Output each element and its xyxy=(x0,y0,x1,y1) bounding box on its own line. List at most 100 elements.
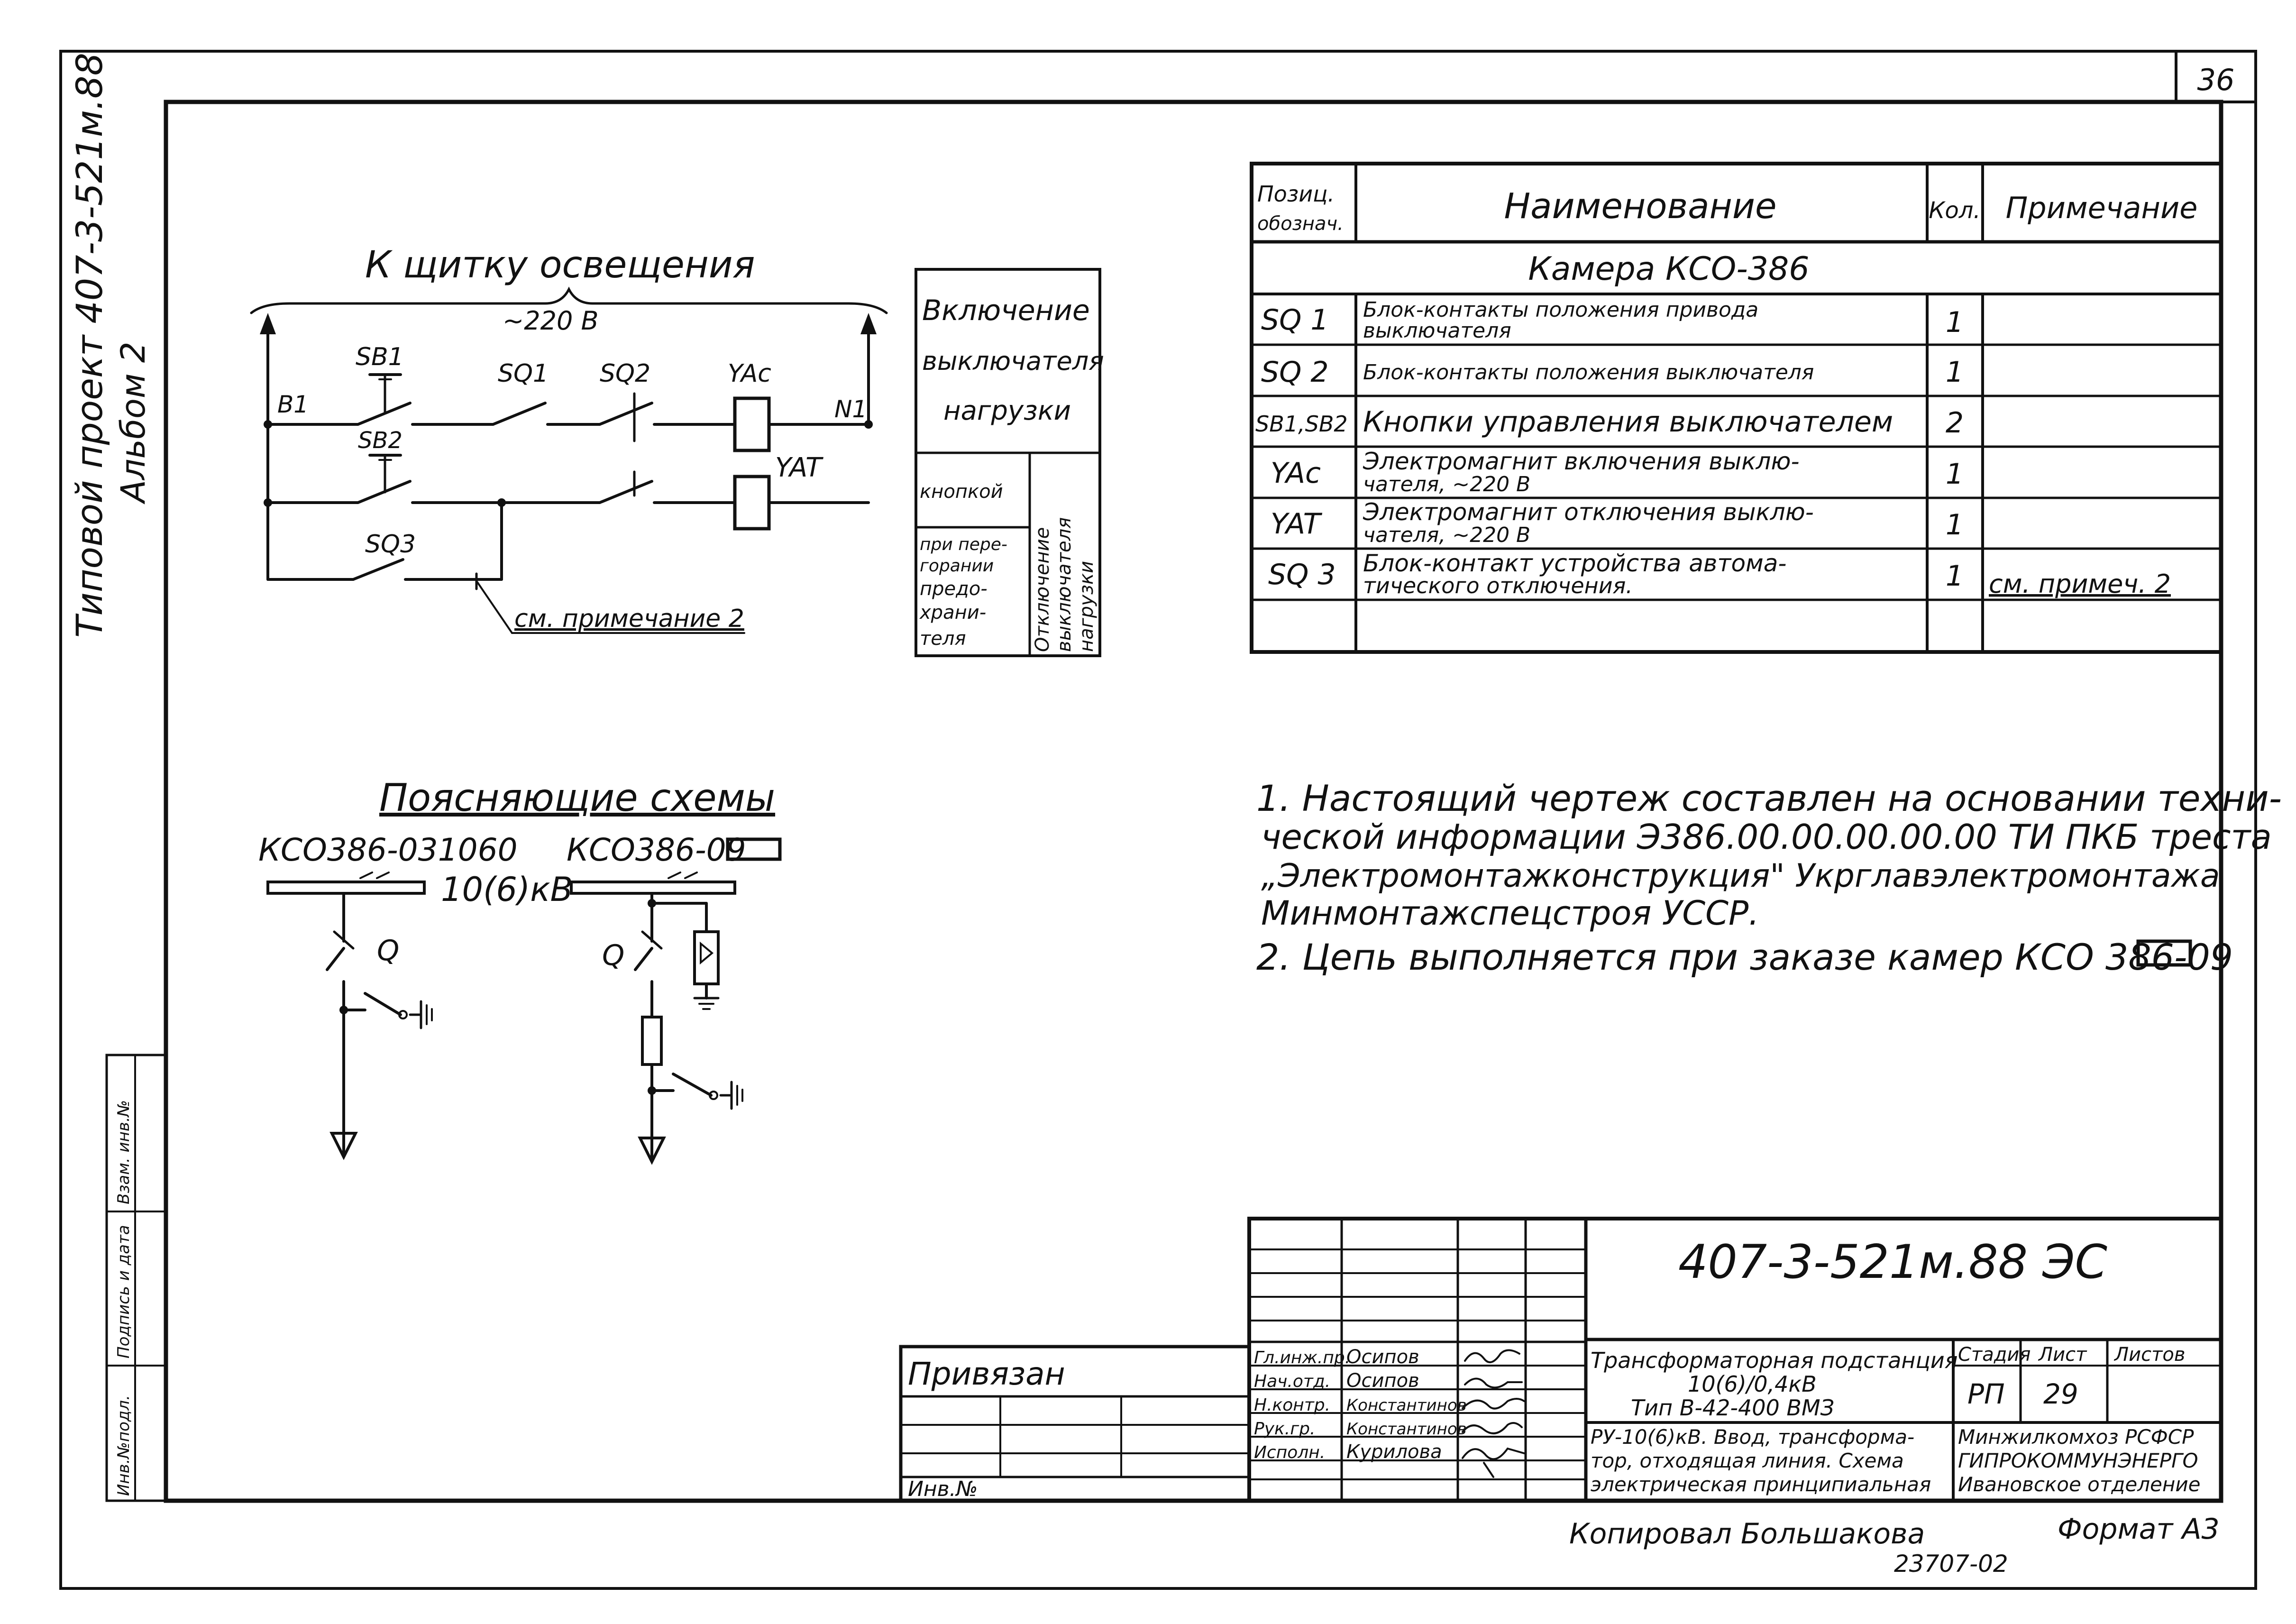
spec-header-name: Наименование xyxy=(1504,186,1776,227)
spec-name-line: чателя, ~220 В xyxy=(1363,472,1530,496)
spec-qty: 2 xyxy=(1946,406,1964,440)
function-left-bottom-1: при пере- xyxy=(920,535,1007,554)
note-line: 1. Настоящий чертеж составлен на основан… xyxy=(1256,777,2282,819)
explanatory-schemes: Поясняющие схемы КСО386-031060 КСО386-09… xyxy=(258,776,782,1165)
spec-pos: YAc xyxy=(1271,457,1321,490)
table-row: SQ 2 Блок-контакты положения выключателя… xyxy=(1261,356,1964,389)
name: Осипов xyxy=(1346,1370,1419,1392)
table-row: YAT Электромагнит отключения выклю- чате… xyxy=(1271,498,1964,547)
stamp-side-vzam: Взам. инв.№ xyxy=(114,1100,133,1204)
spec-qty: 1 xyxy=(1946,560,1964,593)
footer: Копировал Большакова Формат А3 23707-02 xyxy=(1569,1513,2220,1578)
control-scheme: К щитку освещения ~220 В В1 N1 SB1 SQ1 S… xyxy=(250,244,888,634)
sheet-number: 36 xyxy=(2197,63,2235,97)
spec-header-pos-2: обознач. xyxy=(1257,213,1344,235)
role: Н.контр. xyxy=(1254,1395,1330,1415)
spec-qty: 1 xyxy=(1946,306,1964,339)
spec-pos: YAT xyxy=(1271,507,1323,541)
function-right-3: нагрузки xyxy=(1076,561,1098,652)
signature xyxy=(1462,1422,1523,1434)
spec-table: Позиц. обознач. Наименование Кол. Примеч… xyxy=(1250,162,2223,654)
signature xyxy=(1462,1447,1525,1478)
sheet-header: Лист xyxy=(2038,1344,2087,1366)
role: Исполн. xyxy=(1254,1443,1325,1462)
spec-name-line: тического отключения. xyxy=(1363,573,1633,598)
signature xyxy=(1462,1398,1525,1410)
org-line: Ивановское отделение xyxy=(1958,1473,2201,1496)
table-row: SQ 1 Блок-контакты положения привода вык… xyxy=(1261,298,1964,343)
sheet-title-line: РУ-10(6)кВ. Ввод, трансформа- xyxy=(1591,1425,1914,1449)
label-sb1: SB1 xyxy=(356,343,404,371)
copied-by: Копировал Большакова xyxy=(1569,1517,1925,1551)
spec-name-line: Блок-контакты положения привода xyxy=(1363,298,1758,322)
sheets-header: Листов xyxy=(2113,1344,2185,1366)
label-yat: YAT xyxy=(775,452,823,483)
spec-pos: SQ 3 xyxy=(1268,558,1336,591)
control-voltage: ~220 В xyxy=(503,306,599,336)
format-label: Формат А3 xyxy=(2058,1513,2220,1546)
spec-header-note: Примечание xyxy=(2006,191,2198,225)
side-stamp: Инв.№подл. Подпись и дата Взам. инв.№ xyxy=(105,1054,167,1502)
spec-pos: SB1,SB2 xyxy=(1255,411,1348,437)
function-top-3: нагрузки xyxy=(943,395,1071,426)
spec-name-line: Электромагнит включения выклю- xyxy=(1363,448,1800,475)
spec-pos: SQ 1 xyxy=(1261,303,1329,337)
table-row: SQ 3 Блок-контакт устройства автома- тич… xyxy=(1268,550,2171,599)
note-line: Минмонтажспецстроя УССР. xyxy=(1261,894,1759,933)
role: Нач.отд. xyxy=(1254,1372,1330,1391)
note-line: ческой информации Э386.00.00.00.00.00 ТИ… xyxy=(1261,817,2272,857)
stage-value: РП xyxy=(1967,1378,2005,1410)
role: Рук.гр. xyxy=(1254,1419,1315,1439)
spec-pos: SQ 2 xyxy=(1261,356,1329,389)
title-block: 407-3-521м.88 ЭС Стадия Лист Листов РП 2… xyxy=(899,1217,2223,1503)
label-yac: YAc xyxy=(728,359,771,388)
sheet-title-line: тор, отходящая линия. Схема xyxy=(1591,1449,1904,1472)
spec-section-title: Камера КСО-386 xyxy=(1528,250,1809,288)
table-row: SB1,SB2 Кнопки управления выключателем 2 xyxy=(1255,405,1964,440)
scheme1-diagram: Q xyxy=(326,892,433,1160)
stamp-side-signature: Подпись и дата xyxy=(114,1225,133,1358)
function-left-bottom-2: горании xyxy=(920,556,994,576)
function-left-bottom-3: предо- xyxy=(920,578,988,600)
busbar xyxy=(266,872,426,895)
drawing-code: 23707-02 xyxy=(1894,1550,2008,1578)
spec-name-line: Блок-контакты положения выключателя xyxy=(1363,360,1814,385)
label-sb2: SB2 xyxy=(358,427,402,454)
spec-name-line: выключателя xyxy=(1363,319,1511,343)
spec-name-line: Блок-контакт устройства автома- xyxy=(1363,550,1786,577)
role: Гл.инж.пр. xyxy=(1254,1348,1350,1367)
spec-note: см. примеч. 2 xyxy=(1989,569,2171,599)
name: Курилова xyxy=(1346,1441,1442,1463)
name: Осипов xyxy=(1346,1346,1419,1368)
privyazan-label: Привязан xyxy=(908,1356,1065,1392)
spec-name-line: Электромагнит отключения выклю- xyxy=(1363,498,1814,526)
label-sq1: SQ1 xyxy=(498,359,549,388)
function-box: Включение выключателя нагрузки кнопкой п… xyxy=(915,268,1104,657)
side-title: Типовой проект 407-3-521м.88 Альбом 2 xyxy=(68,53,153,638)
function-right-1: Отключение xyxy=(1032,527,1053,652)
name: Константинов xyxy=(1346,1396,1467,1415)
scheme1-q-label: Q xyxy=(377,934,399,967)
node-n1: N1 xyxy=(834,395,867,423)
function-top-1: Включение xyxy=(922,294,1090,327)
scheme2-q-label: Q xyxy=(602,939,624,972)
busbar-voltage: 10(6)кВ xyxy=(441,870,573,909)
label-sq2: SQ2 xyxy=(600,359,650,388)
node-b1: В1 xyxy=(277,391,309,418)
note-line: „Электромонтажконструкция" Укрглавэлектр… xyxy=(1261,857,2220,895)
spec-header-qty: Кол. xyxy=(1929,197,1980,224)
spec-name-line: Кнопки управления выключателем xyxy=(1363,405,1893,439)
busbar xyxy=(570,872,736,895)
notes: 1. Настоящий чертеж составлен на основан… xyxy=(1256,777,2282,978)
stamp-side-inv-podl: Инв.№подл. xyxy=(114,1395,133,1496)
label-sq3: SQ3 xyxy=(365,530,416,559)
note-reference: см. примечание 2 xyxy=(514,605,744,633)
sheet-title-line: электрическая принципиальная xyxy=(1591,1473,1931,1496)
spec-qty: 1 xyxy=(1946,356,1964,389)
signature xyxy=(1464,1377,1523,1389)
scheme2-diagram: Q xyxy=(602,892,743,1165)
object-line: 10(6)/0,4кВ xyxy=(1688,1371,1817,1397)
sheet-value: 29 xyxy=(2043,1378,2078,1410)
function-left-bottom-4: храни- xyxy=(919,602,986,624)
